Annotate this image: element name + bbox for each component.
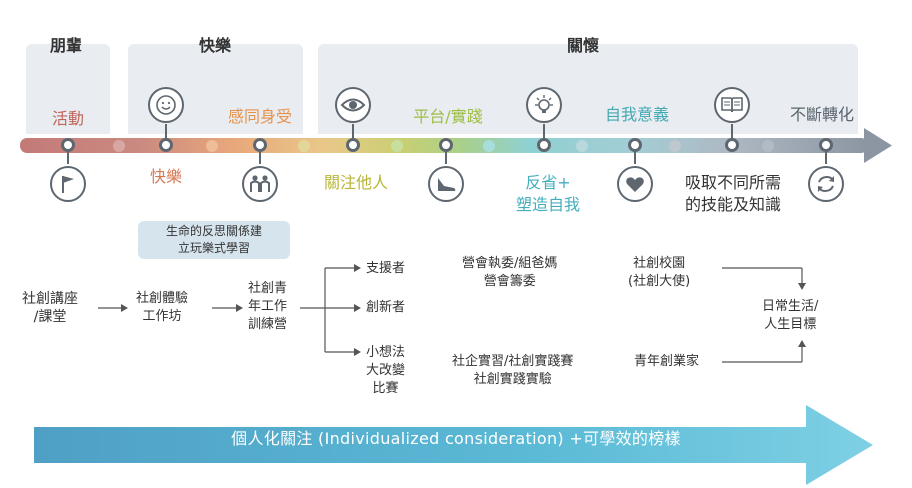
flow-workshop: 社創體驗 工作坊 — [136, 290, 188, 326]
label-learn-line2: 的技能及知識 — [684, 195, 782, 214]
bar-dot — [483, 140, 495, 152]
label-reflect: 反省+ 塑造自我 — [516, 172, 580, 216]
note-line1: 生命的反思關係建 — [165, 224, 262, 238]
flow-entrepreneur: 青年創業家 — [634, 354, 700, 369]
label-empathy: 感同身受 — [227, 107, 293, 126]
flow-lecture-line1: 社創講座 — [22, 291, 78, 307]
lightbulb-icon — [526, 87, 562, 123]
tick — [731, 124, 733, 144]
milestone-dot — [819, 138, 833, 152]
flow-idea-line3: 比賽 — [372, 381, 399, 396]
flow-internship-line1: 社企實習/社創實踐賽 — [452, 354, 574, 369]
bar-dot — [206, 140, 218, 152]
bar-dot — [113, 140, 125, 152]
label-activity: 活動 — [51, 109, 85, 128]
flow-camp-line1: 社創青 — [248, 281, 288, 296]
heart-icon — [617, 166, 653, 202]
label-reflect-line1: 反省+ — [525, 173, 571, 192]
flow-camp-committee-line1: 營會執委/組爸媽 — [462, 256, 558, 271]
milestone-dot — [346, 138, 360, 152]
flow-idea-line1: 小想法 — [366, 345, 406, 360]
label-learn: 吸取不同所需 的技能及知識 — [685, 172, 781, 216]
flow-daily: 日常生活/ 人生目標 — [762, 298, 818, 334]
flow-daily-line1: 日常生活/ — [762, 299, 819, 314]
flow-internship: 社企實習/社創實踐賽 社創實踐實驗 — [452, 353, 573, 389]
tick — [165, 124, 167, 144]
label-learn-line1: 吸取不同所需 — [684, 173, 782, 192]
tick — [445, 146, 447, 164]
milestone-dot — [537, 138, 551, 152]
note-line2: 立玩樂式學習 — [177, 241, 250, 255]
milestone-dot — [628, 138, 642, 152]
flow-workshop-line2: 工作坊 — [142, 309, 182, 324]
flow-idea: 小想法 大改變 比賽 — [366, 344, 405, 398]
peers-header-panel — [26, 44, 110, 134]
flow-innovator: 創新者 — [366, 300, 406, 315]
care-header-panel — [318, 44, 858, 134]
tick — [259, 146, 261, 164]
flow-campus: 社創校園 (社創大使) — [628, 255, 690, 291]
flow-camp-committee: 營會執委/組爸媽 營會籌委 — [462, 255, 557, 291]
note-box: 生命的反思關係建 立玩樂式學習 — [138, 221, 290, 259]
bar-dot — [762, 140, 774, 152]
tick — [825, 146, 827, 164]
label-reflect-line2: 塑造自我 — [515, 195, 581, 214]
peers-header: 朋輩 — [49, 36, 83, 55]
tick — [543, 124, 545, 144]
label-platform: 平台/實踐 — [413, 107, 483, 126]
flow-campus-line1: 社創校園 — [633, 256, 686, 271]
people-icon — [242, 166, 278, 202]
flow-idea-line2: 大改變 — [366, 363, 406, 378]
shoe-icon — [428, 166, 464, 202]
smiley-icon — [148, 87, 184, 123]
tick — [634, 146, 636, 164]
milestone-dot — [61, 138, 75, 152]
flow-supporter: 支援者 — [366, 261, 406, 276]
flow-workshop-line1: 社創體驗 — [136, 291, 189, 306]
joy-header: 快樂 — [198, 36, 232, 55]
flag-icon — [50, 166, 86, 202]
flow-camp-line3: 訓練營 — [248, 317, 288, 332]
bar-dot — [391, 140, 403, 152]
flow-lecture-line2: /課堂 — [33, 309, 67, 325]
flow-internship-line2: 社創實踐實驗 — [473, 372, 552, 387]
refresh-icon — [808, 166, 844, 202]
book-icon — [714, 87, 750, 123]
bar-dot — [669, 140, 681, 152]
tick — [67, 146, 69, 164]
label-transform: 不斷轉化 — [789, 105, 855, 124]
milestone-dot — [725, 138, 739, 152]
bottom-banner-text: 個人化關注 (Individualized consideration) +可學… — [231, 429, 681, 448]
flow-camp-line2: 年工作 — [248, 299, 288, 314]
tick — [352, 124, 354, 144]
eye-icon — [335, 87, 371, 123]
flow-campus-line2: (社創大使) — [628, 274, 691, 289]
bar-dot — [576, 140, 588, 152]
care-header: 關懷 — [566, 36, 600, 55]
flow-lecture: 社創講座 /課堂 — [22, 290, 78, 326]
bar-dot — [298, 140, 310, 152]
flow-daily-line2: 人生目標 — [764, 317, 817, 332]
flow-camp: 社創青 年工作 訓練營 — [248, 280, 287, 334]
milestone-dot — [439, 138, 453, 152]
milestone-dot — [253, 138, 267, 152]
milestone-dot — [159, 138, 173, 152]
label-care-others: 關注他人 — [323, 173, 389, 192]
flow-camp-committee-line2: 營會籌委 — [483, 274, 536, 289]
label-self-meaning: 自我意義 — [604, 105, 670, 124]
label-joy: 快樂 — [149, 167, 183, 186]
